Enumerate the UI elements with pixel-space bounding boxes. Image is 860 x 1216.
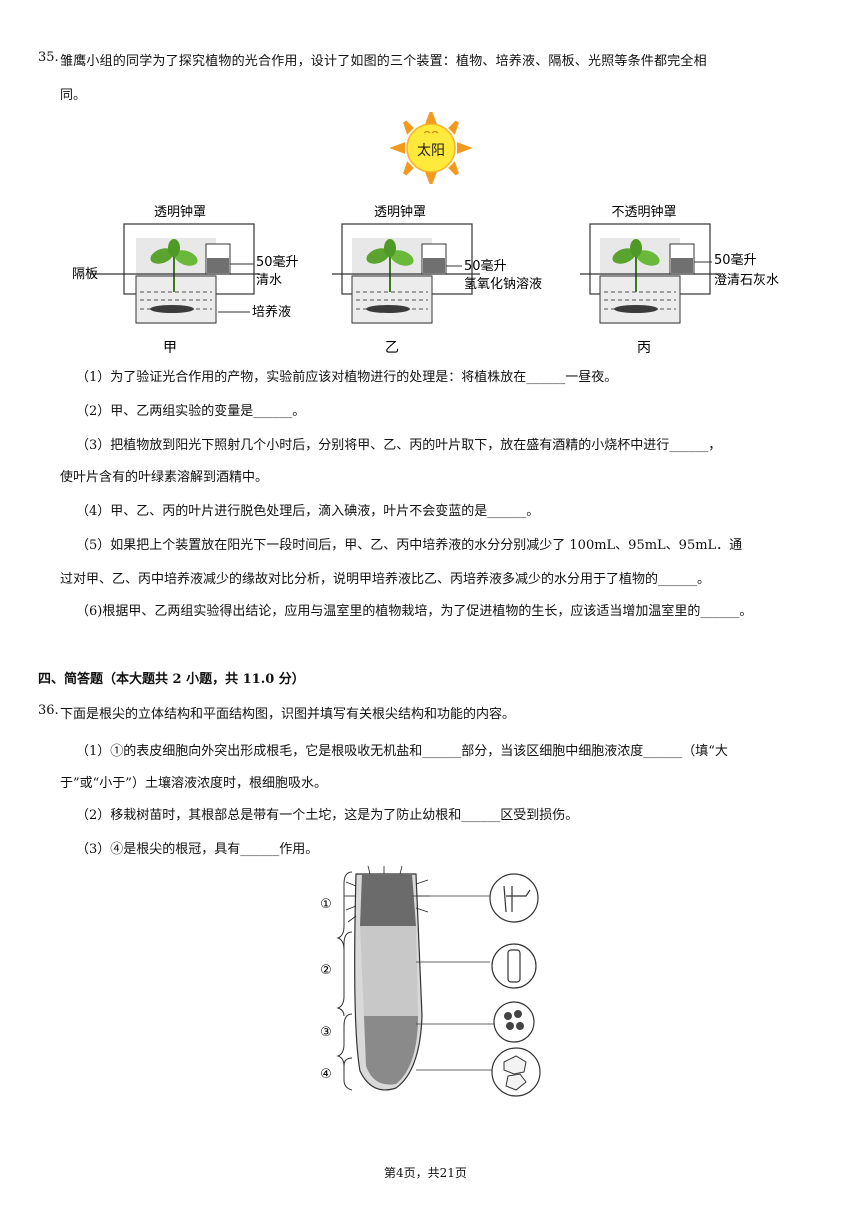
sun-figure: 太阳 xyxy=(388,108,474,188)
setup-yi-cover-label: 透明钟罩 xyxy=(374,204,426,220)
q35-sub5-line1: （5）如果把上个装置放在阳光下一段时间后，甲、乙、丙中培养液的水分分别减少了 1… xyxy=(76,538,743,553)
root-label-3: ③ xyxy=(320,1025,332,1040)
root-label-1: ① xyxy=(320,897,332,912)
q35-stem-line2: 同。 xyxy=(60,88,87,103)
seedling-icon xyxy=(366,239,414,292)
q36-sub2: （2）移栽树苗时，其根部总是带有一个土坨，这是为了防止幼根和______区受到损… xyxy=(76,808,579,823)
setup-jia: 透明钟罩 50毫升 清水 培养液 隔板 甲 xyxy=(72,204,299,356)
culture-label: 培养液 xyxy=(252,304,291,320)
setup-jia-liquid-line2: 清水 xyxy=(256,273,282,288)
setup-yi-liquid-line1: 50毫升 xyxy=(464,258,507,274)
q36-stem: 下面是根尖的立体结构和平面结构图，识图并填写有关根尖结构和功能的内容。 xyxy=(60,707,516,722)
section4-heading: 四、简答题（本大题共 2 小题，共 11.0 分） xyxy=(38,672,305,687)
q36-number: 36. xyxy=(38,703,59,718)
setup-yi: 透明钟罩 50毫升 氢氧化钠溶液 乙 xyxy=(332,204,542,356)
setup-jia-name: 甲 xyxy=(163,340,177,356)
meristem-cell-circle xyxy=(493,1001,535,1043)
q36-sub1-line1: （1）①的表皮细胞向外突出形成根毛，它是根吸收无机盐和______部分，当该区细… xyxy=(76,744,728,759)
q35-stem-line1: 雏鹰小组的同学为了探究植物的光合作用，设计了如图的三个装置：植物、培养液、隔板、… xyxy=(60,54,707,69)
setup-jia-liquid-line1: 50毫升 xyxy=(256,254,299,270)
root-label-4: ④ xyxy=(320,1067,332,1082)
root-label-2: ② xyxy=(320,963,332,978)
q35-sub5-line2: 过对甲、乙、丙中培养液减少的缘故对比分析，说明甲培养液比乙、丙培养液多减少的水分… xyxy=(60,572,711,587)
setup-bing-liquid-line1: 50毫升 xyxy=(714,252,757,268)
setup-bing: 不透明钟罩 50毫升 澄清石灰水 丙 xyxy=(580,204,779,356)
q36-sub1-line2: 于”或“小于”）土壤溶液浓度时，根细胞吸水。 xyxy=(60,776,327,791)
sun-label: 太阳 xyxy=(417,143,445,159)
experiment-diagram: 透明钟罩 50毫升 清水 培养液 隔板 甲 透明钟罩 xyxy=(72,204,779,356)
q35-number: 35. xyxy=(38,50,59,65)
q36-sub3: （3）④是根尖的根冠，具有______作用。 xyxy=(76,842,319,857)
q35-sub4: （4）甲、乙、丙的叶片进行脱色处理后，滴入碘液，叶片不会变蓝的是______。 xyxy=(76,504,540,519)
setup-bing-cover-label: 不透明钟罩 xyxy=(611,204,676,220)
setup-jia-cover-label: 透明钟罩 xyxy=(154,204,206,220)
q35-sub3-line2: 使叶片含有的叶绿素溶解到酒精中。 xyxy=(60,470,269,485)
setup-yi-liquid-line2: 氢氧化钠溶液 xyxy=(464,277,542,292)
root-tip-diagram: ① ② ③ ④ xyxy=(320,866,541,1097)
q35-sub6: （6)根据甲、乙两组实验得出结论，应用与温室里的植物栽培，为了促进植物的生长，应… xyxy=(76,604,753,619)
q35-sub1: （1）为了验证光合作用的产物，实验前应该对植物进行的处理是：将植株放在_____… xyxy=(76,370,618,385)
page-footer: 第4页，共21页 xyxy=(384,1166,467,1180)
setup-bing-liquid-line2: 澄清石灰水 xyxy=(714,273,779,288)
root-cap-cell-circle xyxy=(491,1047,541,1097)
setup-bing-name: 丙 xyxy=(637,340,651,356)
seedling-icon xyxy=(612,239,660,292)
elongation-cell-circle xyxy=(491,943,537,989)
root-hair-cell-circle xyxy=(489,873,539,923)
partition-label: 隔板 xyxy=(72,267,98,282)
setup-yi-name: 乙 xyxy=(385,340,399,356)
q35-sub2: （2）甲、乙两组实验的变量是______。 xyxy=(76,404,306,419)
seedling-icon xyxy=(150,239,198,292)
q35-sub3-line1: （3）把植物放到阳光下照射几个小时后，分别将甲、乙、丙的叶片取下，放在盛有酒精的… xyxy=(76,438,722,453)
